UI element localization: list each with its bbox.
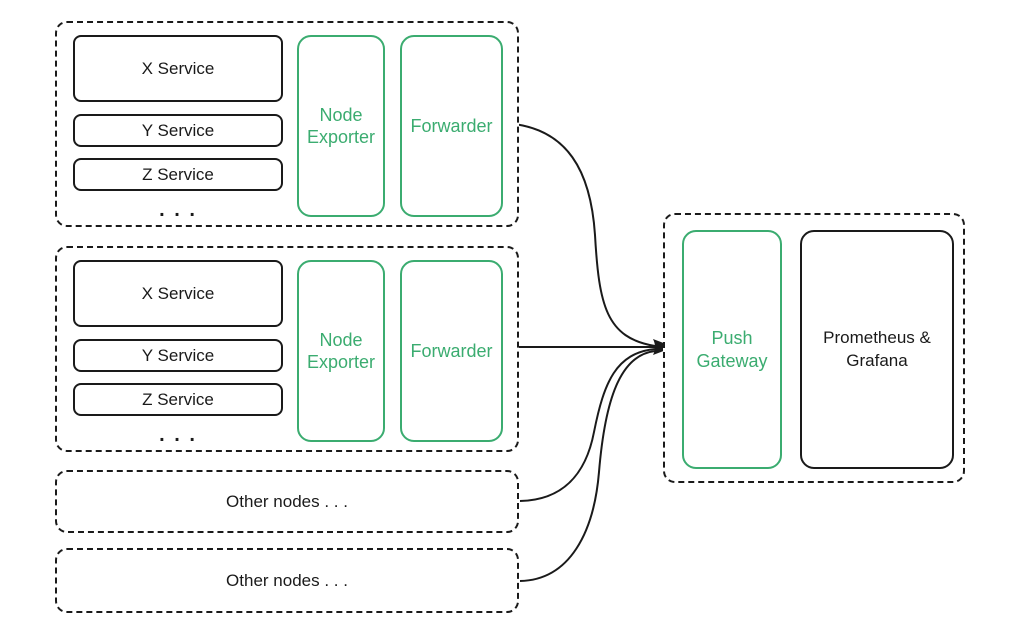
- service-label: Y Service: [141, 120, 215, 140]
- service-label: X Service: [141, 58, 215, 78]
- other-nodes-box-2: Other nodes . . .: [55, 548, 519, 613]
- other-nodes-label: Other nodes . . .: [226, 491, 348, 511]
- forwarder-box: Forwarder: [400, 35, 503, 217]
- service-label: Z Service: [142, 389, 214, 409]
- service-box-z: Z Service: [73, 383, 283, 416]
- forwarder-label: Forwarder: [410, 115, 493, 136]
- service-box-x: X Service: [73, 260, 283, 327]
- arrow-from-forwarder-1: [500, 122, 656, 347]
- node-group-1: X Service Y Service Z Service . . . Node…: [55, 21, 519, 227]
- node-exporter-box: Node Exporter: [297, 35, 385, 217]
- service-label: Z Service: [142, 164, 214, 184]
- other-nodes-label: Other nodes . . .: [226, 570, 348, 590]
- more-services-ellipsis: . . .: [159, 423, 197, 446]
- service-box-y: Y Service: [73, 114, 283, 147]
- node-group-2: X Service Y Service Z Service . . . Node…: [55, 246, 519, 452]
- node-exporter-label: Node Exporter: [306, 104, 376, 148]
- node-exporter-box: Node Exporter: [297, 260, 385, 442]
- push-gateway-box: Push Gateway: [682, 230, 782, 469]
- service-box-z: Z Service: [73, 158, 283, 191]
- service-label: X Service: [141, 283, 215, 303]
- node-exporter-label: Node Exporter: [306, 329, 376, 373]
- prometheus-grafana-box: Prometheus & Grafana: [800, 230, 954, 469]
- service-box-x: X Service: [73, 35, 283, 102]
- prometheus-grafana-label: Prometheus & Grafana: [823, 328, 931, 370]
- arrow-from-other-nodes-2: [519, 350, 656, 582]
- service-label: Y Service: [141, 345, 215, 365]
- service-box-y: Y Service: [73, 339, 283, 372]
- monitoring-group: Push Gateway Prometheus & Grafana: [663, 213, 965, 483]
- forwarder-label: Forwarder: [410, 340, 493, 361]
- push-gateway-label: Push Gateway: [696, 328, 768, 371]
- forwarder-box: Forwarder: [400, 260, 503, 442]
- other-nodes-box-1: Other nodes . . .: [55, 470, 519, 533]
- arrow-from-other-nodes-1: [519, 348, 656, 502]
- more-services-ellipsis: . . .: [159, 198, 197, 221]
